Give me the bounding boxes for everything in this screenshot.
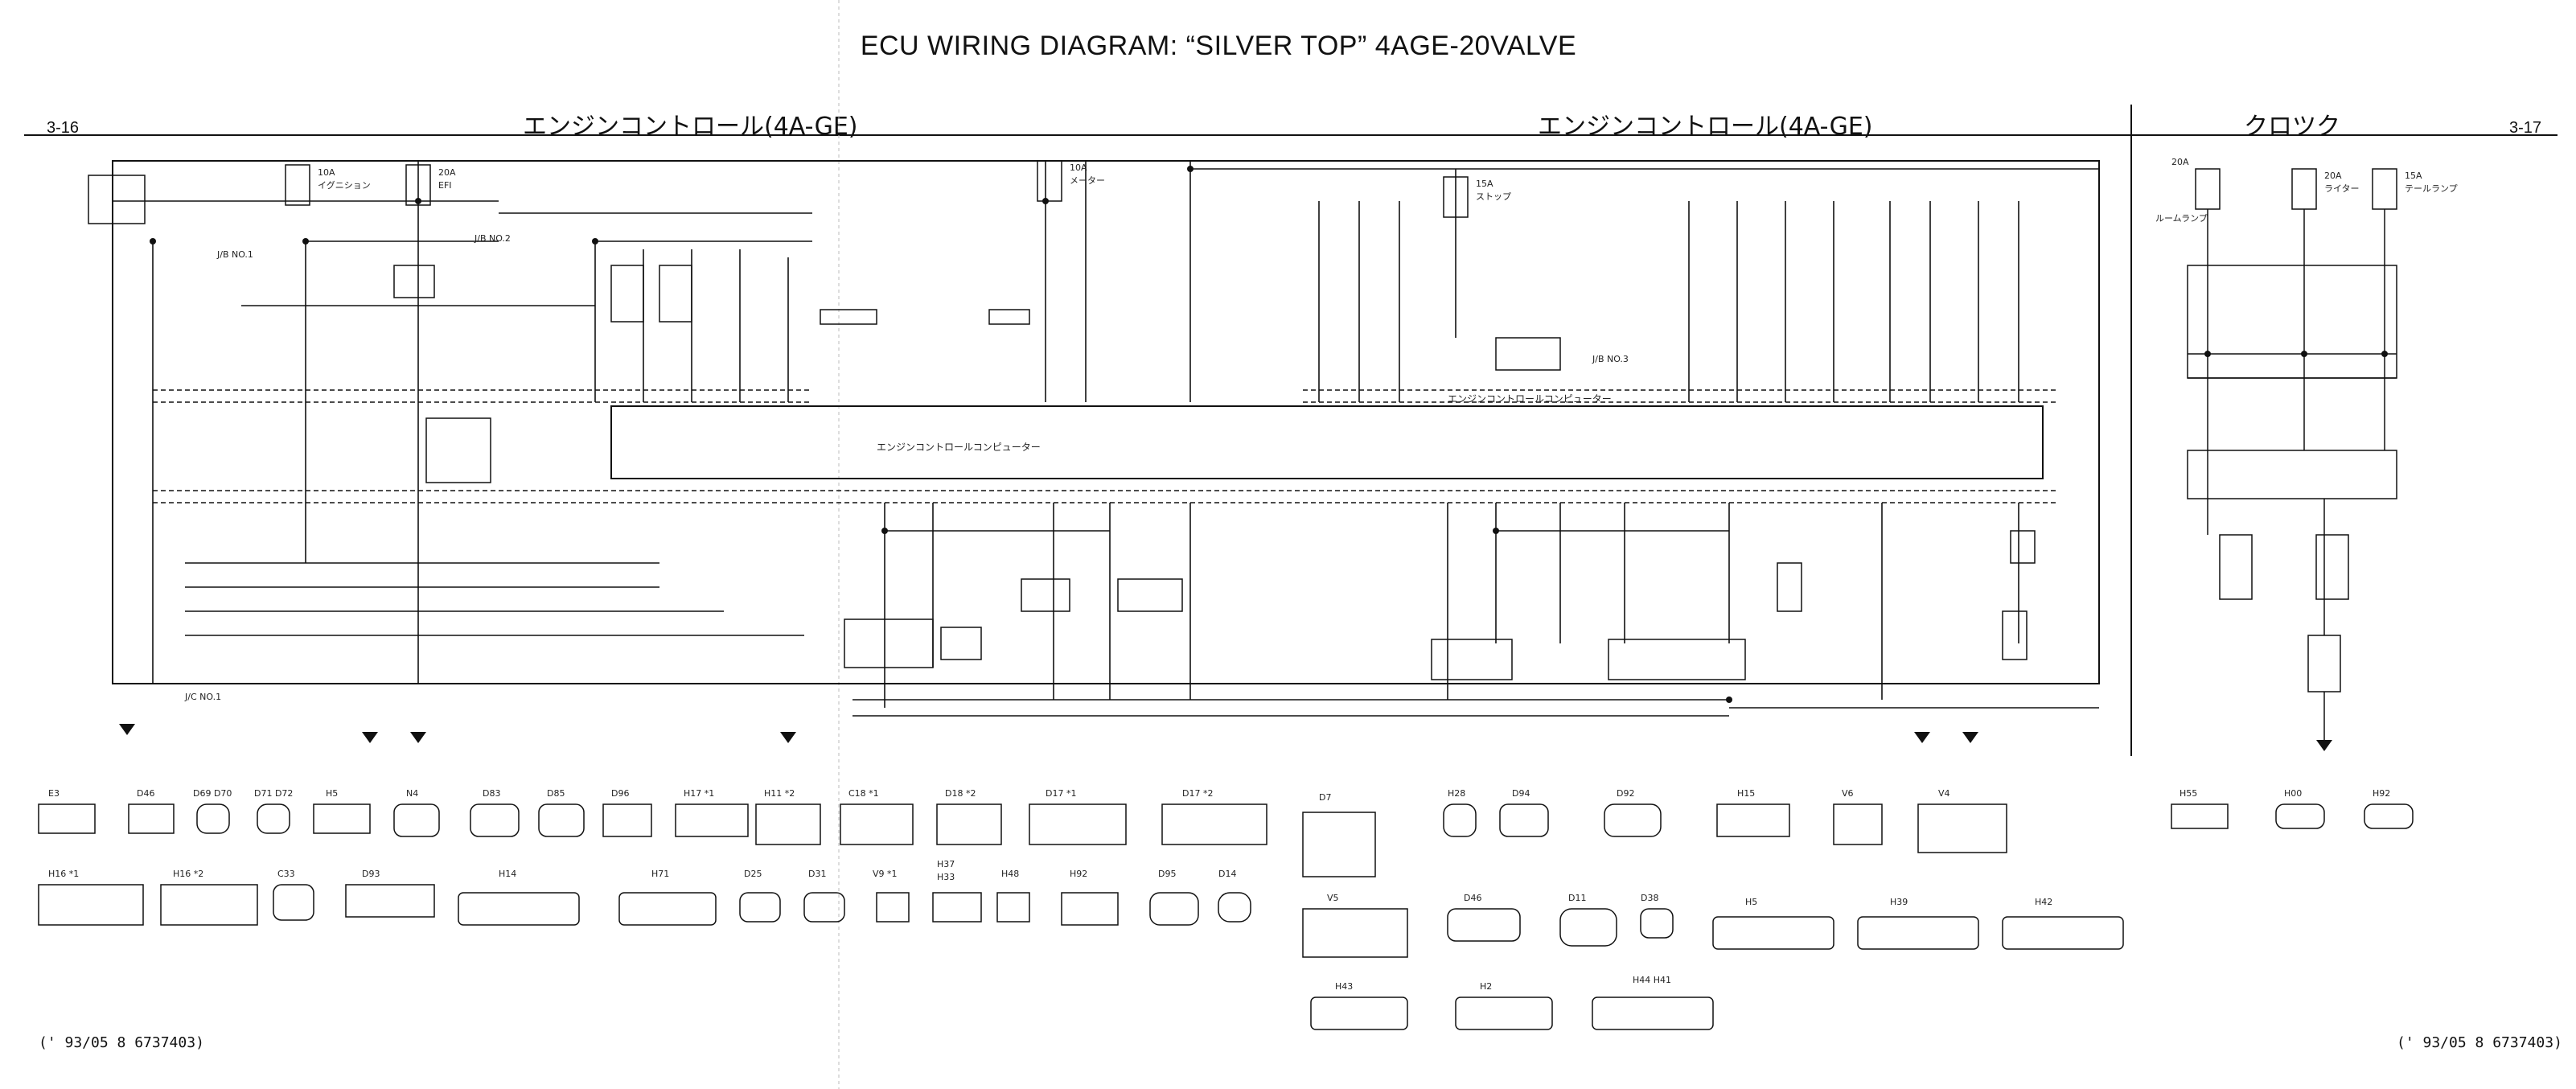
conn-label: D46 <box>137 788 154 799</box>
conn-label: V4 <box>1938 788 1950 799</box>
conn-label: D83 <box>483 788 500 799</box>
conn-label: D7 <box>1319 792 1331 803</box>
fuse-group: 10A イグニション 20A EFI 10A メーター 15A ストップ 20A… <box>285 157 2458 224</box>
conn-label: D69 D70 <box>193 788 232 799</box>
conn-label: H55 <box>2180 788 2197 799</box>
conn-label: D92 <box>1617 788 1634 799</box>
conn-label: C18 *1 <box>848 788 879 799</box>
ecu-body <box>610 405 2044 479</box>
conn-label: H48 <box>1001 869 1019 879</box>
fuse-meter-name: メーター <box>1070 175 1105 186</box>
conn-label: H5 <box>1745 897 1757 907</box>
conn-label: H92 <box>2373 788 2390 799</box>
conn-label: D17 *1 <box>1046 788 1076 799</box>
fuse-lighter <box>2291 168 2317 210</box>
fuse-stop <box>1443 176 1469 218</box>
ecu-terminal-rows <box>153 389 2059 503</box>
junction-label-jb3: J/B NO.3 <box>1592 354 1629 364</box>
fuse-tail-name: テールランプ <box>2405 183 2458 194</box>
fuse-ign-rating: 10A <box>318 167 335 178</box>
conn-label: H15 <box>1737 788 1755 799</box>
conn-label: D71 D72 <box>254 788 293 799</box>
component-boxes <box>88 175 2397 692</box>
conn-label: H17 *1 <box>684 788 714 799</box>
conn-label: H42 <box>2035 897 2052 907</box>
fuse-efi <box>405 164 431 206</box>
junction-label-jb1: J/B NO.1 <box>216 249 253 260</box>
conn-label: H2 <box>1480 981 1492 992</box>
page-number-left: 3-16 <box>47 119 80 137</box>
conn-label: H37 <box>937 859 955 869</box>
diagram-title: ECU WIRING DIAGRAM: “SILVER TOP” 4AGE-20… <box>860 31 1577 61</box>
fuse-stop-name: ストップ <box>1476 191 1511 202</box>
fuse-ign-name: イグニション <box>318 179 371 191</box>
fuse-meter-rating: 10A <box>1070 162 1087 173</box>
vertical-wires <box>152 161 2019 708</box>
connector-faces <box>38 803 2414 1030</box>
conn-label: H5 <box>326 788 338 799</box>
conn-label: D18 *2 <box>945 788 976 799</box>
conn-label: H33 <box>937 872 955 882</box>
conn-label: D93 <box>362 869 380 879</box>
footer-right: (' 93/05 8 6737403) <box>2397 1034 2562 1051</box>
conn-label: D25 <box>744 869 762 879</box>
conn-label: H28 <box>1448 788 1465 799</box>
conn-label: D95 <box>1158 869 1176 879</box>
conn-label: H92 <box>1070 869 1087 879</box>
conn-label: D85 <box>547 788 565 799</box>
fuse-stop-rating: 15A <box>1476 179 1493 189</box>
conn-label: D11 <box>1568 893 1586 903</box>
terminal-dots <box>150 166 2388 703</box>
ground-symbols <box>119 724 2332 751</box>
section-title-engine-left: エンジンコントロール(4A-GE) <box>523 113 858 141</box>
fuse-efi-rating: 20A <box>438 167 456 178</box>
conn-label: H14 <box>499 869 516 879</box>
conn-label: C33 <box>277 869 295 879</box>
conn-label: V6 <box>1842 788 1854 799</box>
fuse-room <box>2195 168 2221 210</box>
fuse-tail <box>2372 168 2397 210</box>
junction-blocks: J/B NO.1 J/B NO.2 J/B NO.3 J/C NO.1 <box>184 233 1629 702</box>
fuse-room-name: ルームランプ <box>2155 213 2208 224</box>
conn-label: H71 <box>651 869 669 879</box>
fuse-meter <box>1037 160 1062 202</box>
conn-label: H11 *2 <box>764 788 795 799</box>
conn-label: V5 <box>1327 893 1339 903</box>
connector-labels: E3 D46 D69 D70 D71 D72 H5 N4 D83 D85 D96… <box>48 788 2390 992</box>
ecu-label-left: エンジンコントロールコンピューター <box>877 442 1041 453</box>
conn-label: D17 *2 <box>1182 788 1213 799</box>
conn-label: D94 <box>1512 788 1530 799</box>
conn-label: D31 <box>808 869 826 879</box>
fuse-lighter-rating: 20A <box>2324 171 2342 181</box>
clock-wiring <box>2188 209 2397 740</box>
conn-label: H44 H41 <box>1633 975 1671 985</box>
junction-label-jc1: J/C NO.1 <box>184 692 221 702</box>
conn-label: D14 <box>1218 869 1236 879</box>
fuse-tail-rating: 15A <box>2405 171 2422 181</box>
junction-label-jb2: J/B NO.2 <box>474 233 511 244</box>
conn-label: H16 *1 <box>48 869 79 879</box>
conn-label: H00 <box>2284 788 2302 799</box>
fuse-ign <box>285 164 310 206</box>
fuse-lighter-name: ライター <box>2324 183 2360 194</box>
conn-label: H43 <box>1335 981 1353 992</box>
harness-frame <box>112 160 2100 684</box>
section-title-engine-right: エンジンコントロール(4A-GE) <box>1538 113 1873 141</box>
fuse-room-rating: 20A <box>2171 157 2189 167</box>
footer-left: (' 93/05 8 6737403) <box>39 1034 204 1051</box>
conn-label: H16 *2 <box>173 869 203 879</box>
conn-label: D46 <box>1464 893 1481 903</box>
conn-label: V9 *1 <box>873 869 898 879</box>
conn-label: H39 <box>1890 897 1908 907</box>
fuse-efi-name: EFI <box>438 180 452 191</box>
conn-label: D38 <box>1641 893 1658 903</box>
conn-label: E3 <box>48 788 60 799</box>
ecu-label-right: エンジンコントロールコンピューター <box>1448 393 1612 405</box>
conn-label: N4 <box>406 788 418 799</box>
section-title-clock: クロツク <box>2244 113 2340 141</box>
horizontal-wires <box>113 168 2099 717</box>
conn-label: D96 <box>611 788 629 799</box>
page-number-right: 3-17 <box>2509 119 2542 137</box>
